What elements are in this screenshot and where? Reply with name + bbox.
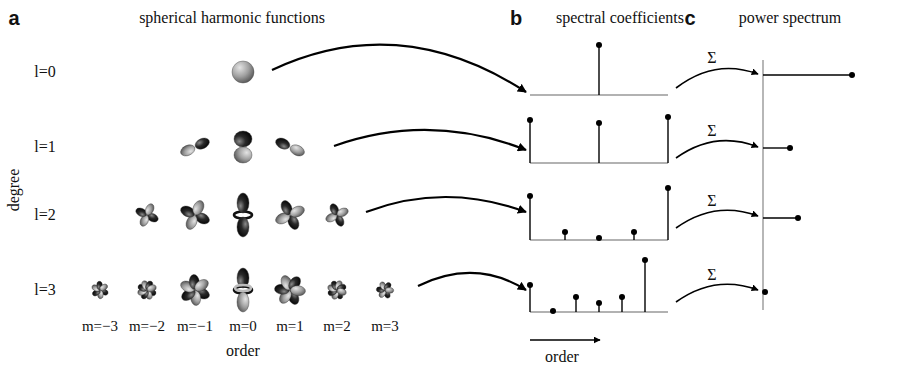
lobe bbox=[191, 199, 206, 217]
axis-label: degree bbox=[6, 169, 22, 212]
order-label: m=−2 bbox=[129, 319, 165, 334]
harmonic-lobes bbox=[91, 61, 394, 312]
lobe bbox=[193, 277, 211, 294]
panel-letter: c bbox=[684, 8, 695, 28]
lobe bbox=[290, 285, 306, 296]
lobe bbox=[99, 283, 109, 292]
lobe bbox=[144, 202, 156, 216]
spectral-plots bbox=[527, 42, 671, 340]
panel-title: power spectrum bbox=[739, 10, 842, 26]
sum-sign: Σ bbox=[707, 267, 716, 283]
panel-letter: a bbox=[8, 8, 19, 28]
lobe bbox=[234, 147, 252, 163]
ring bbox=[235, 285, 251, 291]
lobe bbox=[232, 61, 254, 83]
degree-label: l=0 bbox=[34, 64, 55, 80]
panel-title: spherical harmonic functions bbox=[139, 10, 325, 26]
sum-sign: Σ bbox=[707, 123, 716, 139]
axis-label: order bbox=[545, 349, 579, 365]
order-label: m=−3 bbox=[82, 319, 118, 334]
degree-label: l=2 bbox=[34, 207, 55, 223]
sum-arrows bbox=[676, 68, 758, 302]
order-label: m=3 bbox=[371, 319, 399, 334]
sum-sign: Σ bbox=[707, 50, 716, 66]
panel-title: spectral coefficients bbox=[556, 10, 684, 26]
order-label: m=2 bbox=[323, 319, 351, 334]
panel-letter: b bbox=[510, 8, 522, 28]
lobe bbox=[288, 143, 306, 158]
degree-label: l=1 bbox=[34, 139, 55, 155]
lobe bbox=[336, 206, 350, 218]
lobe bbox=[179, 143, 197, 158]
power-spectrum-plot bbox=[762, 60, 855, 310]
lobe bbox=[237, 193, 249, 213]
lobe bbox=[237, 217, 249, 237]
degree-label: l=3 bbox=[34, 282, 55, 298]
axis-label: order bbox=[226, 343, 260, 359]
lobe bbox=[237, 292, 249, 312]
order-label: m=−1 bbox=[177, 319, 213, 334]
lobe bbox=[234, 131, 252, 147]
row-arrows bbox=[272, 45, 526, 290]
order-label: m=1 bbox=[276, 319, 304, 334]
lobe bbox=[385, 287, 394, 293]
lobe bbox=[336, 287, 347, 296]
sum-sign: Σ bbox=[707, 193, 716, 209]
lobe bbox=[274, 136, 292, 151]
lobe bbox=[288, 204, 306, 219]
order-label: m=0 bbox=[229, 319, 257, 334]
lobe bbox=[193, 136, 211, 151]
lobe bbox=[146, 284, 157, 293]
